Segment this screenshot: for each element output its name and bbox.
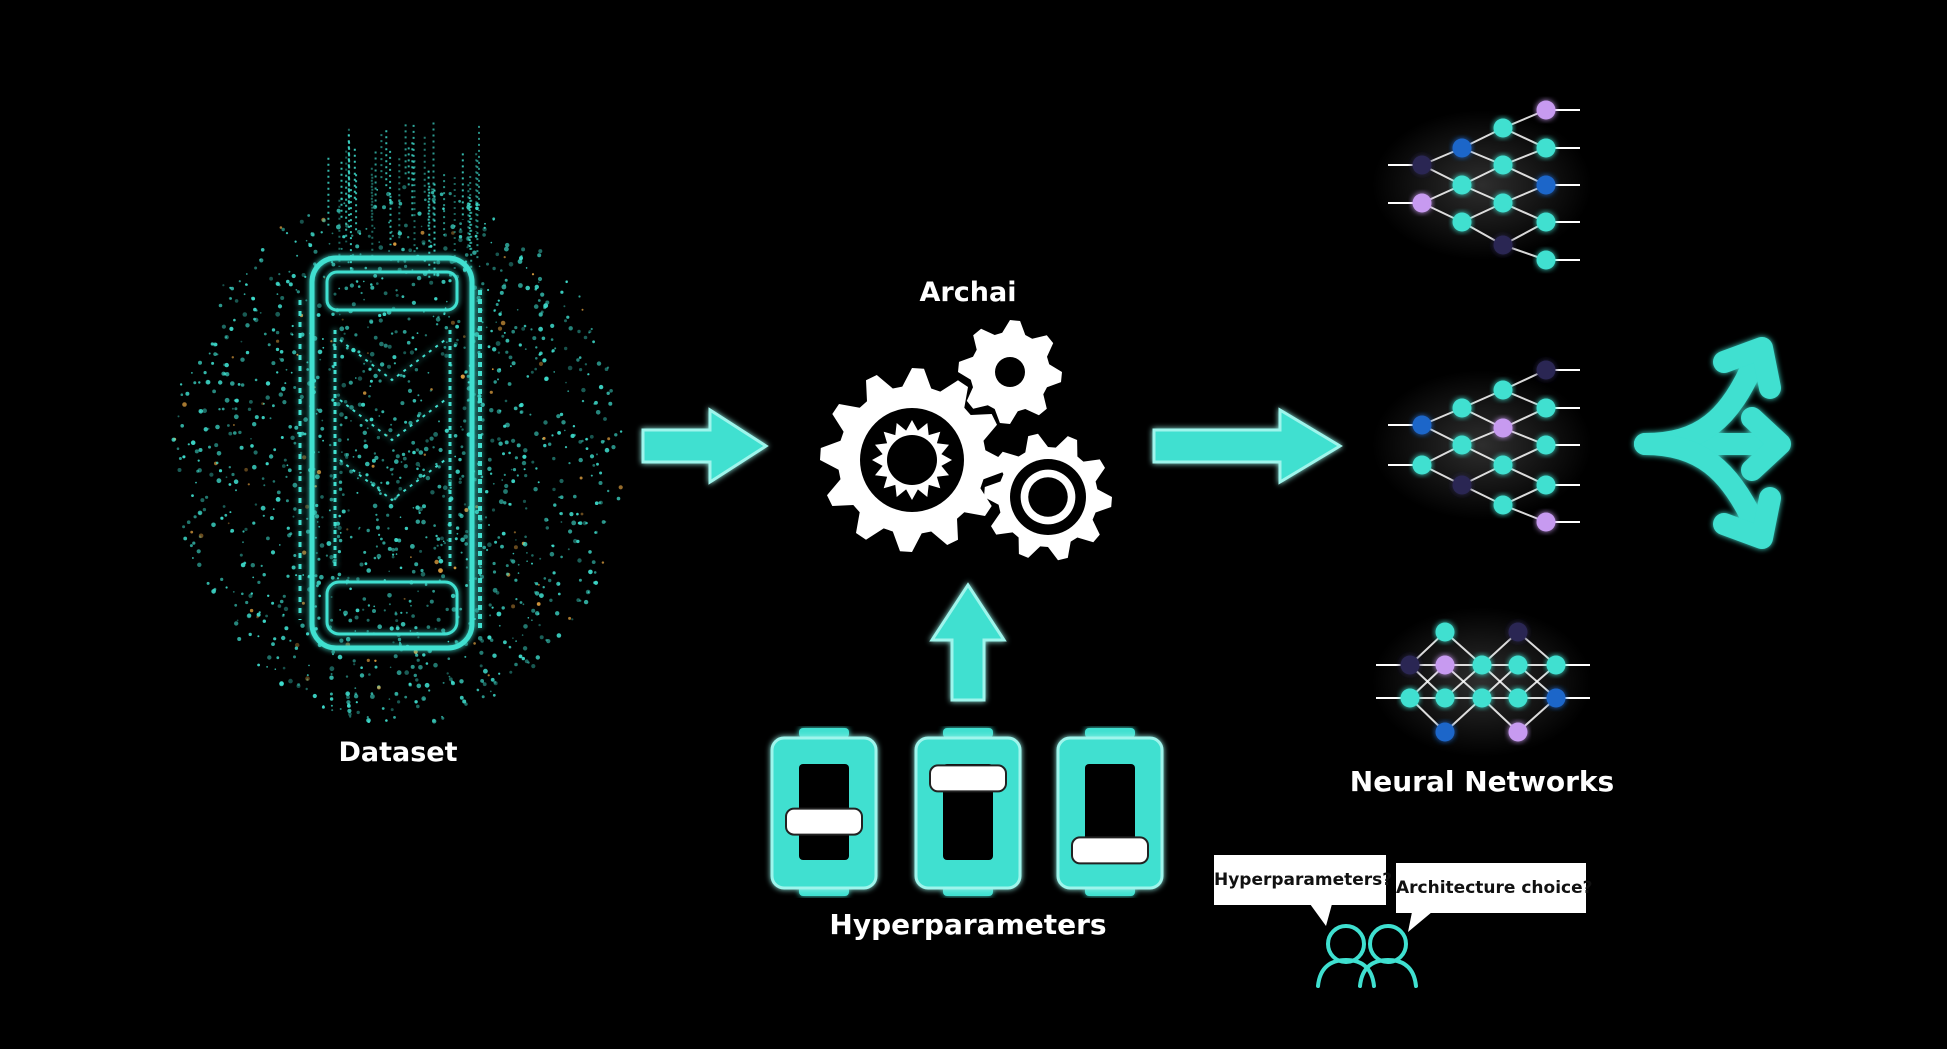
dataset-cylinder-icon	[171, 122, 623, 724]
network-node	[1412, 155, 1432, 175]
network-node	[1472, 688, 1492, 708]
network-node	[1412, 193, 1432, 213]
branching-arrows-icon	[1634, 337, 1791, 549]
gear-icon	[958, 320, 1062, 424]
network-node	[1435, 655, 1455, 675]
network-node	[1452, 138, 1472, 158]
network-node	[1536, 435, 1556, 455]
hyperparameter-sliders	[770, 728, 1164, 896]
network-node	[1493, 235, 1513, 255]
network-node	[1452, 398, 1472, 418]
network-node	[1536, 100, 1556, 120]
network-node	[1435, 722, 1455, 742]
network-node	[1536, 475, 1556, 495]
network-node	[1400, 655, 1420, 675]
network-node	[1536, 212, 1556, 232]
people-icon	[1316, 924, 1418, 988]
slider-icon	[914, 728, 1022, 896]
network-node	[1493, 455, 1513, 475]
network-node	[1435, 688, 1455, 708]
network-node	[1536, 250, 1556, 270]
network-node	[1508, 722, 1528, 742]
network-node	[1546, 688, 1566, 708]
network-node	[1452, 175, 1472, 195]
bubble-tail	[1310, 904, 1332, 926]
network-node	[1452, 212, 1472, 232]
dataset-label: Dataset	[338, 737, 458, 768]
network-node	[1412, 415, 1432, 435]
neural-network-icon	[1372, 100, 1592, 270]
network-node	[1536, 138, 1556, 158]
hyperparameters-label: Hyperparameters	[829, 908, 1107, 941]
network-node	[1400, 688, 1420, 708]
network-node	[1546, 655, 1566, 675]
network-node	[1536, 512, 1556, 532]
network-node	[1536, 360, 1556, 380]
architecture-question-bubble: Architecture choice?	[1396, 863, 1593, 913]
network-node	[1508, 655, 1528, 675]
network-node	[1493, 418, 1513, 438]
network-node	[1493, 155, 1513, 175]
network-node	[1493, 118, 1513, 138]
network-node	[1508, 688, 1528, 708]
slider-icon	[770, 728, 878, 896]
network-node	[1452, 475, 1472, 495]
network-node	[1435, 622, 1455, 642]
network-node	[1493, 495, 1513, 515]
network-node	[1452, 435, 1472, 455]
slider-icon	[1056, 728, 1164, 896]
network-node	[1536, 175, 1556, 195]
bubble-tail	[1408, 912, 1432, 932]
archai-label: Archai	[919, 277, 1017, 308]
network-node	[1493, 380, 1513, 400]
arrow-right-icon	[641, 407, 769, 485]
network-node	[1493, 193, 1513, 213]
arrow-right-icon	[1152, 407, 1343, 485]
hyperparameters-question-bubble: Hyperparameters?	[1214, 855, 1392, 905]
neural-networks-label: Neural Networks	[1349, 765, 1615, 798]
network-node	[1412, 455, 1432, 475]
network-node	[1536, 398, 1556, 418]
arrow-up-icon	[929, 582, 1007, 702]
gears-icon	[820, 320, 1112, 561]
neural-network-icon	[1372, 607, 1592, 757]
neural-network-icon	[1372, 360, 1592, 532]
network-node	[1508, 622, 1528, 642]
gear-icon	[984, 433, 1112, 561]
network-node	[1472, 655, 1492, 675]
